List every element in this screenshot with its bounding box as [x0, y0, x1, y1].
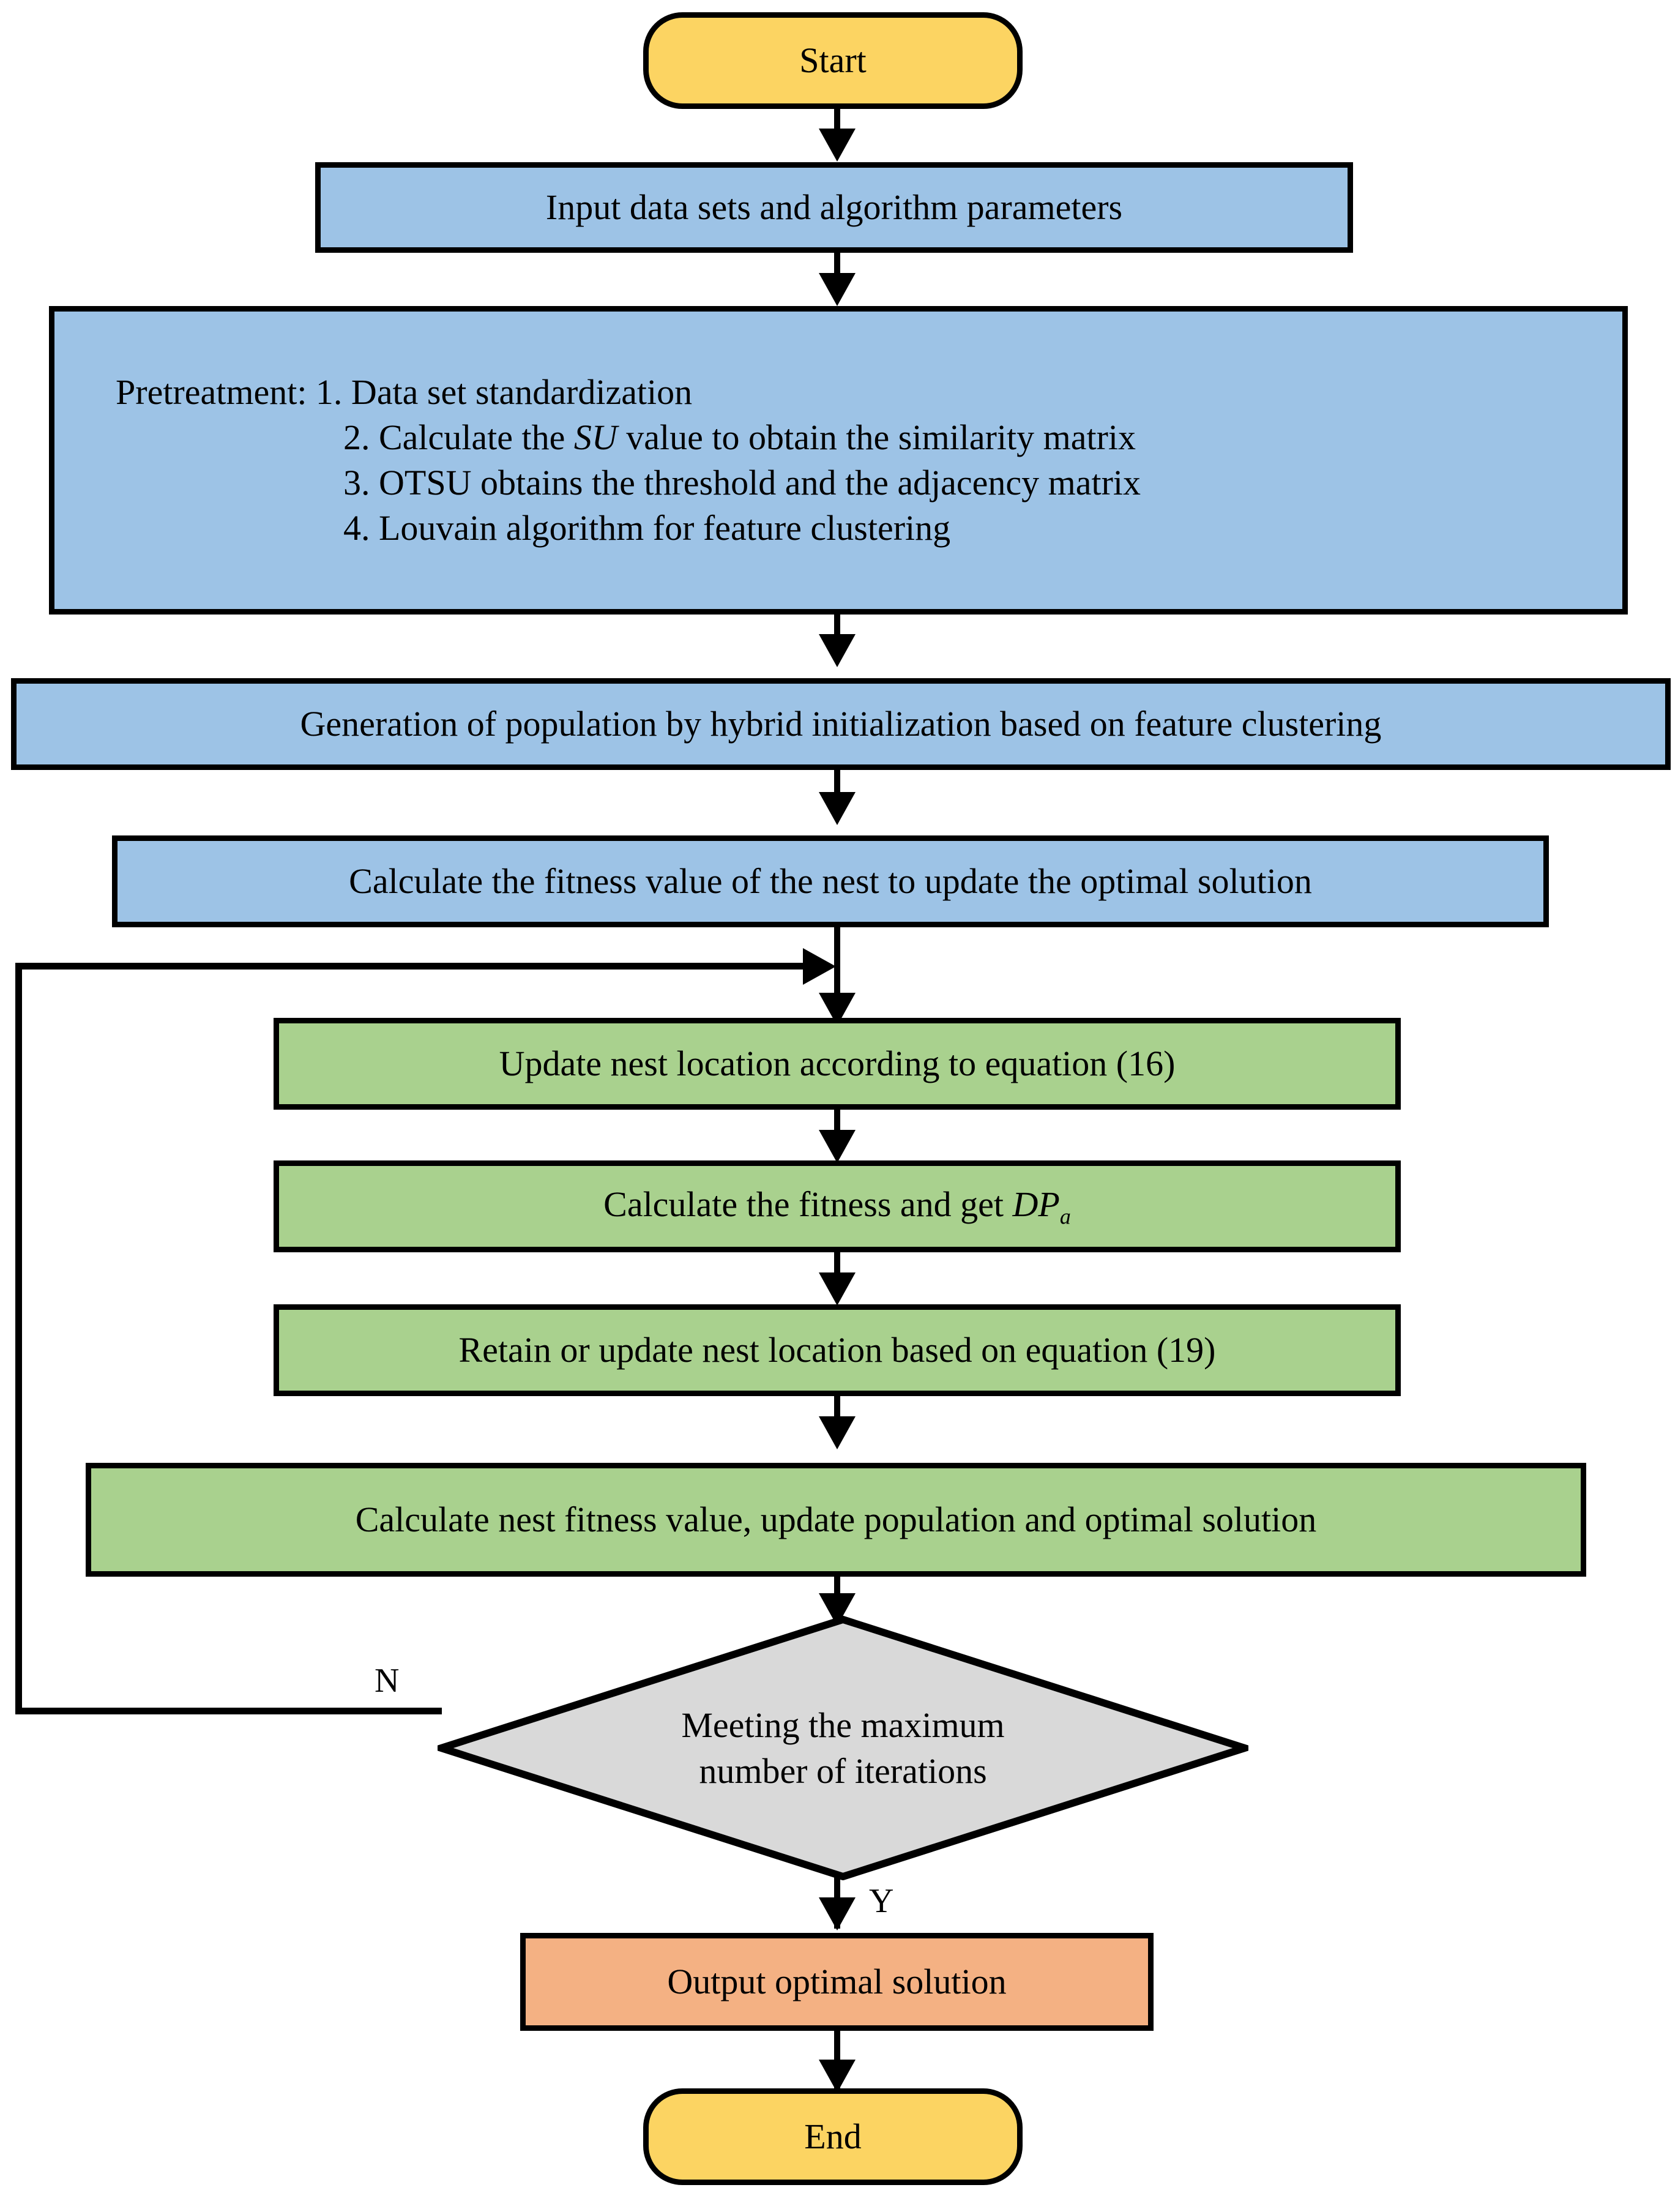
- connector-calcfitness-to-updatenest: [834, 926, 840, 1024]
- node-output-optimal-solution-label: Output optimal solution: [667, 1961, 1007, 2001]
- node-calc-fitness-nest[interactable]: Calculate the fitness value of the nest …: [112, 835, 1549, 927]
- node-pretreatment[interactable]: Pretreatment: 1. Data set standardizatio…: [49, 306, 1628, 615]
- node-calc-nest-population-label: Calculate nest fitness value, update pop…: [355, 1499, 1317, 1539]
- node-end[interactable]: End: [643, 2088, 1023, 2185]
- pretreatment-line-4: 4. Louvain algorithm for feature cluster…: [343, 508, 951, 548]
- calc-dp-text-italic: DP: [1012, 1184, 1060, 1225]
- arrowhead-generation-to-calcfitness: [819, 792, 856, 825]
- arrowhead-retain-to-calcnestpop: [819, 1416, 856, 1449]
- arrowhead-updatenest-to-calcdp: [819, 1130, 856, 1163]
- node-calc-fitness-dp[interactable]: Calculate the fitness and get DPa: [274, 1160, 1401, 1252]
- decision-diamond-shape: [438, 1616, 1248, 1880]
- node-output-optimal-solution[interactable]: Output optimal solution: [520, 1933, 1154, 2031]
- node-input-data[interactable]: Input data sets and algorithm parameters: [315, 162, 1353, 253]
- arrowhead-start-to-input: [819, 129, 856, 162]
- connector-start-to-input: [834, 107, 840, 145]
- node-end-label: End: [804, 2116, 862, 2156]
- node-pretreatment-content: Pretreatment: 1. Data set standardizatio…: [116, 370, 1622, 551]
- node-input-data-label: Input data sets and algorithm parameters: [545, 187, 1123, 227]
- node-calc-nest-population[interactable]: Calculate nest fitness value, update pop…: [86, 1463, 1586, 1577]
- connector-loopback-bottom: [15, 1708, 442, 1714]
- calc-dp-text-sub: a: [1059, 1204, 1071, 1229]
- node-update-nest-location-label: Update nest location according to equati…: [499, 1043, 1176, 1083]
- node-start[interactable]: Start: [643, 12, 1023, 109]
- node-retain-update-nest-label: Retain or update nest location based on …: [458, 1329, 1216, 1370]
- connector-loopback-vertical: [15, 963, 22, 1714]
- node-decision-max-iterations[interactable]: Meeting the maximum number of iterations: [438, 1616, 1248, 1880]
- pretreatment-line-2-post: value to obtain the similarity matrix: [617, 417, 1136, 457]
- edge-label-no: N: [375, 1662, 400, 1700]
- calc-dp-text-pre: Calculate the fitness and get: [603, 1184, 1013, 1225]
- pretreatment-line-1: Pretreatment: 1. Data set standardizatio…: [116, 372, 693, 412]
- edge-label-yes: Y: [869, 1882, 894, 1920]
- node-update-nest-location[interactable]: Update nest location according to equati…: [274, 1018, 1401, 1110]
- decision-line-2: number of iterations: [699, 1751, 987, 1791]
- connector-loopback-top: [15, 963, 823, 970]
- arrowhead-output-to-end: [819, 2060, 856, 2093]
- node-generation-population-label: Generation of population by hybrid initi…: [300, 703, 1382, 744]
- decision-label-wrap: Meeting the maximum number of iterations: [438, 1616, 1248, 1880]
- connector-calcdp-to-retain: [834, 1250, 840, 1288]
- arrowhead-loopback-merge: [803, 948, 836, 985]
- arrowhead-pretreatment-to-generation: [819, 634, 856, 667]
- pretreatment-line-2-pre: 2. Calculate the: [343, 417, 574, 457]
- node-generation-population[interactable]: Generation of population by hybrid initi…: [11, 678, 1671, 770]
- node-retain-update-nest[interactable]: Retain or update nest location based on …: [274, 1304, 1401, 1396]
- pretreatment-line-2-italic: SU: [573, 417, 617, 457]
- connector-retain-to-calcnestpop: [834, 1394, 840, 1432]
- connector-pretreatment-to-generation: [834, 612, 840, 650]
- arrowhead-decision-to-output: [819, 1897, 856, 1930]
- decision-line-1: Meeting the maximum: [681, 1705, 1005, 1745]
- node-start-label: Start: [799, 40, 867, 80]
- connector-generation-to-calcfitness: [834, 770, 840, 808]
- node-calc-fitness-dp-label: Calculate the fitness and get DPa: [603, 1182, 1071, 1231]
- pretreatment-line-3: 3. OTSU obtains the threshold and the ad…: [343, 463, 1141, 503]
- node-calc-fitness-nest-label: Calculate the fitness value of the nest …: [349, 861, 1312, 901]
- arrowhead-calcdp-to-retain: [819, 1272, 856, 1306]
- connector-updatenest-to-calcdp: [834, 1108, 840, 1146]
- pretreatment-line-2: 2. Calculate the SU value to obtain the …: [116, 415, 1622, 460]
- arrowhead-input-to-pretreatment: [819, 273, 856, 306]
- connector-input-to-pretreatment: [834, 251, 840, 289]
